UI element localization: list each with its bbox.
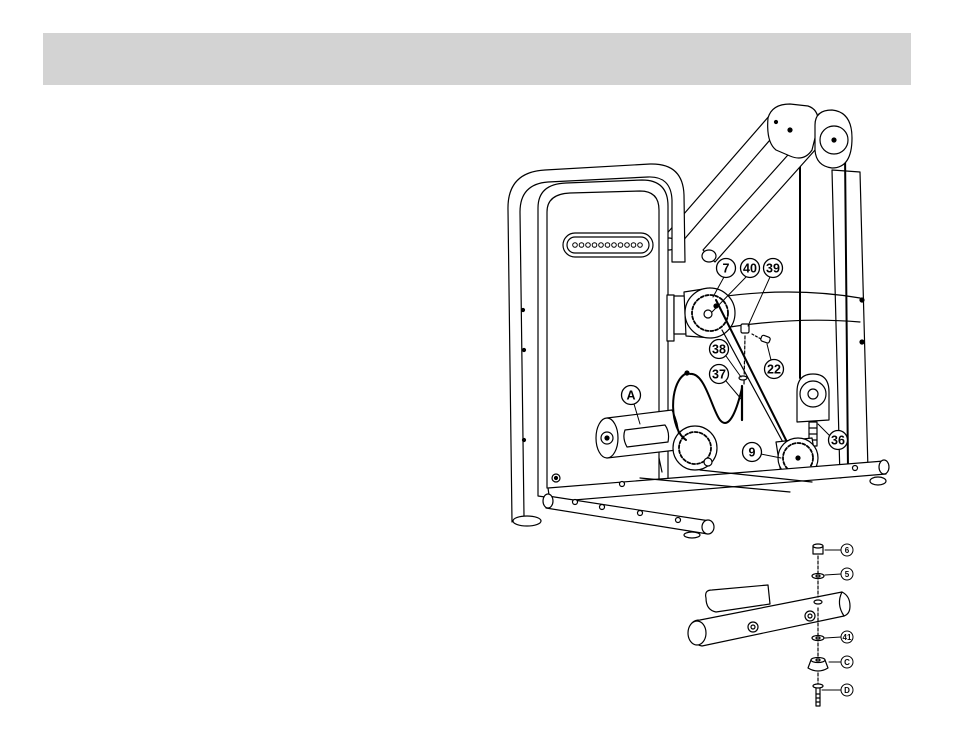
bolt-d-head [813,684,823,688]
assembly-axis-22 [752,334,761,339]
exploded-tube-bolt [748,622,758,632]
frame-hole [523,439,526,442]
frame-hole [523,349,526,352]
upright-bolt [860,340,864,344]
lower-left-pulley-bolt [704,458,712,466]
callout-9: 9 [743,443,762,462]
callout-36-label: 36 [831,434,845,448]
base-rear-tube-cap [879,460,889,474]
leg-roller-hub-center [605,436,609,440]
callout-5: 5 [841,568,853,580]
callout-37-label: 37 [712,368,726,382]
callout-36: 36 [829,431,848,450]
callout-6: 6 [841,544,853,556]
callout-c-label: C [844,658,850,667]
exploded-tube-end [688,621,706,645]
callout-7-label: 7 [723,262,730,276]
callout-22: 22 [765,360,784,379]
washer-5 [812,574,824,579]
callout-39-label: 39 [766,262,780,276]
callout-9-label: 9 [749,446,756,460]
frame-foot [513,516,541,526]
callout-6-label: 6 [845,546,850,555]
callout-a: A [622,386,641,405]
foot-c-top [811,658,825,663]
pulley-9-axle [796,456,800,460]
callout-5-label: 5 [845,570,850,579]
callout-41-label: 41 [843,633,852,642]
cable-end [685,371,689,375]
washer-41 [812,636,824,641]
callout-40-label: 40 [743,262,757,276]
nut-6-top [813,544,823,548]
base-front-foot [684,532,700,538]
top-pulley-bolt [788,128,792,132]
pad-stud [667,295,674,341]
upper-arm-front-cap [702,250,716,262]
base-rear-foot [870,477,886,485]
callout-22-label: 22 [767,363,781,377]
callout-a-label: A [626,389,635,403]
callout-7: 7 [717,259,736,278]
callout-37: 37 [710,365,729,384]
upright-bolt [860,298,864,302]
callout-40: 40 [741,259,760,278]
callout-d-label: D [844,686,850,695]
pad-bolt-center [555,477,558,480]
bolt-d-shaft [816,686,820,706]
callout-41: 41 [841,631,853,643]
base-front-tube [546,496,710,534]
callout-38: 38 [710,340,729,359]
exploded-tube-bolt [805,611,815,621]
top-pulley-bolt [832,138,836,142]
top-pulley-bolt [775,121,778,124]
frame-hole [522,309,525,312]
middle-pulley-axle [704,310,712,318]
callout-c: C [841,656,853,668]
callout-38-label: 38 [712,343,726,357]
callout-d: D [841,684,853,696]
top-pulley-housing-left [768,104,819,158]
bolt-22 [760,335,771,344]
callout-39: 39 [764,259,783,278]
base-left-joint [543,494,553,508]
adjustment-holes [573,243,643,248]
base-front-tube-cap [702,520,714,534]
